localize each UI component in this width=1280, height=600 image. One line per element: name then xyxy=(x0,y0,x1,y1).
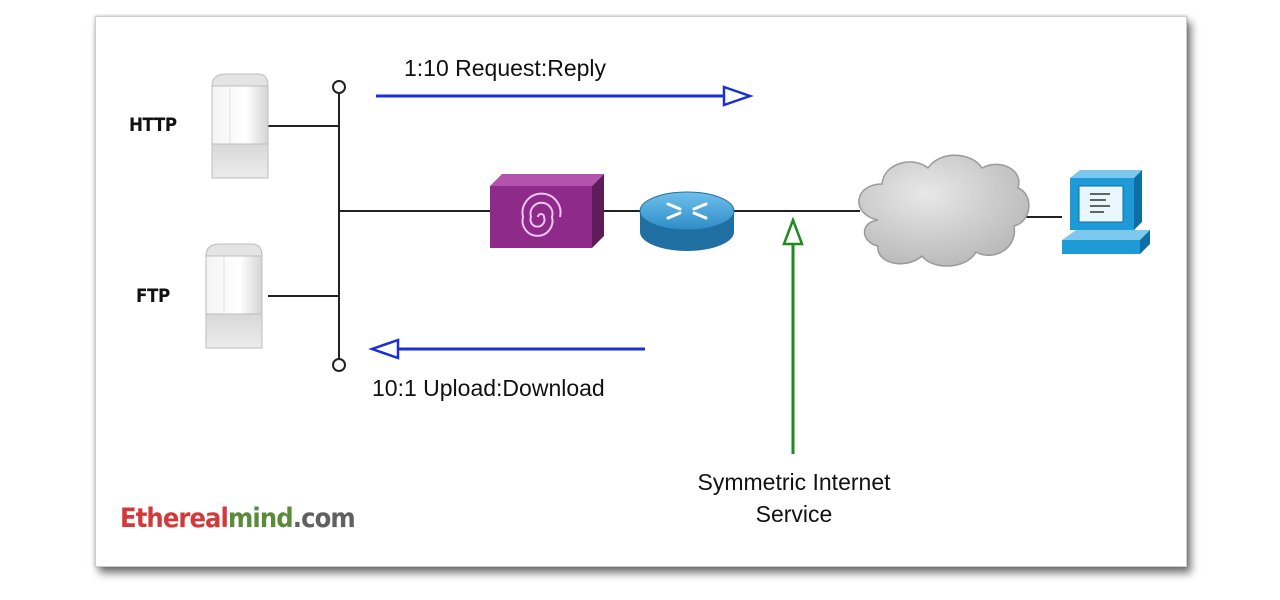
brand-logo: Etherealmind.com xyxy=(120,503,356,534)
ftp-server-label: FTP xyxy=(136,285,170,307)
brand-part-mind: mind xyxy=(228,503,294,534)
bus-terminator-bottom xyxy=(332,358,346,372)
diagram-frame xyxy=(95,16,1187,567)
connections xyxy=(268,93,1062,359)
server-icon xyxy=(211,73,269,179)
brand-part-ethereal: Ethereal xyxy=(120,503,229,534)
upload-download-label: 10:1 Upload:Download xyxy=(372,375,605,401)
upload-download-arrow xyxy=(368,338,645,360)
bus-terminator-top xyxy=(332,80,346,94)
workstation-icon xyxy=(1062,170,1150,254)
brand-part-com: .com xyxy=(292,503,356,534)
symmetric-service-label: Symmetric Internet Service xyxy=(660,466,928,530)
request-reply-label: 1:10 Request:Reply xyxy=(404,55,607,81)
server-icon xyxy=(205,243,263,349)
router-icon xyxy=(639,191,735,251)
symmetric-service-line1: Symmetric Internet xyxy=(697,469,891,495)
request-reply-arrow xyxy=(376,85,754,107)
symmetric-service-line2: Service xyxy=(755,501,833,527)
symmetric-service-arrow xyxy=(782,216,804,454)
http-server-label: HTTP xyxy=(129,114,177,136)
firewall-icon xyxy=(490,174,604,248)
internet-cloud-icon xyxy=(858,154,1030,267)
